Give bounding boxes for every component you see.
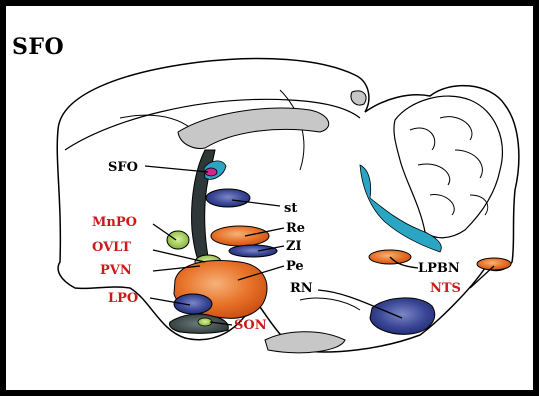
label-pe: Pe — [286, 259, 304, 274]
st-nucleus — [206, 189, 250, 207]
label-lpbn: LPBN — [418, 261, 460, 276]
label-nts: NTS — [430, 281, 461, 296]
label-rn: RN — [290, 281, 313, 296]
label-ovlt: OVLT — [92, 240, 131, 255]
label-st: st — [284, 201, 297, 216]
label-lpo: LPO — [108, 291, 138, 306]
re-nucleus — [211, 226, 269, 246]
rn-nucleus — [370, 298, 435, 334]
label-pvn: PVN — [100, 263, 132, 278]
son-nucleus — [198, 318, 212, 326]
nts-nucleus — [477, 258, 511, 270]
zi-nucleus — [229, 245, 277, 257]
label-zi: ZI — [286, 239, 302, 254]
mnpo-nucleus — [167, 231, 189, 249]
label-re: Re — [286, 221, 305, 236]
panel-title: SFO — [12, 34, 64, 60]
label-sfo: SFO — [108, 160, 138, 175]
lpo-nucleus — [174, 294, 212, 314]
label-mnpo: MnPO — [92, 215, 137, 230]
label-son: SON — [234, 318, 267, 333]
